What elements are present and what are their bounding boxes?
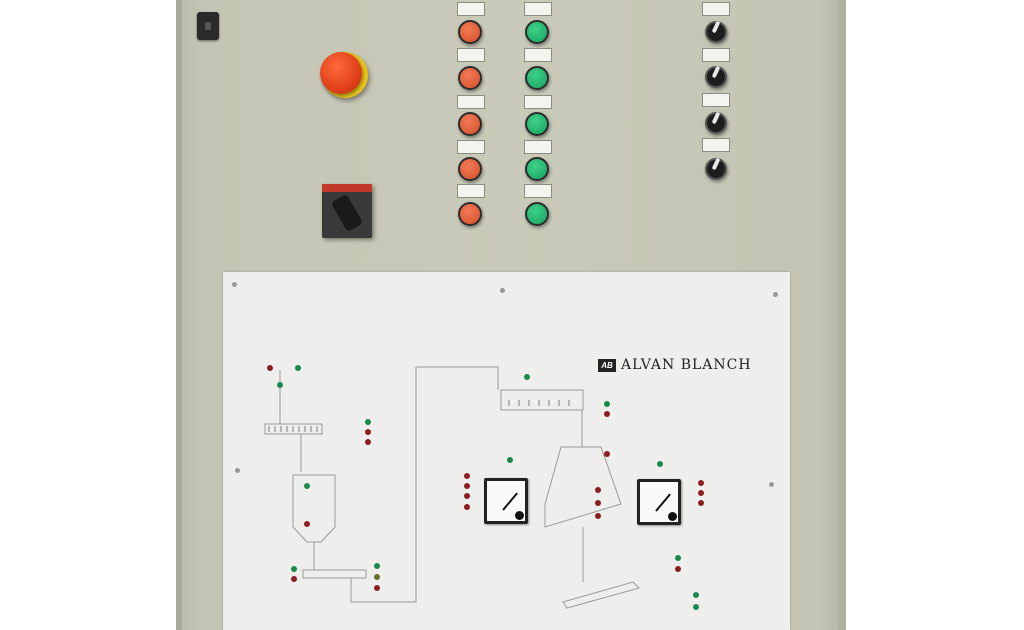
indicator-lamp xyxy=(698,490,704,496)
indicator-lamp xyxy=(595,513,601,519)
selector-switch-3[interactable] xyxy=(705,112,727,134)
label-plate xyxy=(457,184,485,198)
indicator-lamp xyxy=(374,585,380,591)
label-plate xyxy=(524,184,552,198)
indicator-lamp xyxy=(365,419,371,425)
indicator-lamp xyxy=(304,521,310,527)
indicator-lamp xyxy=(657,461,663,467)
isolator-red-band xyxy=(322,184,372,192)
emergency-stop-button[interactable] xyxy=(320,52,362,94)
indicator-lamp xyxy=(291,576,297,582)
ammeter-1 xyxy=(484,478,528,524)
indicator-lamp xyxy=(604,401,610,407)
indicator-lamp xyxy=(507,457,513,463)
label-plate xyxy=(524,140,552,154)
label-plate xyxy=(524,2,552,16)
indicator-lamp xyxy=(675,566,681,572)
stop-button-5[interactable] xyxy=(458,202,482,226)
label-plate xyxy=(702,93,730,107)
indicator-lamp xyxy=(374,574,380,580)
label-plate xyxy=(457,48,485,62)
panel-screw xyxy=(769,482,774,487)
start-button-2[interactable] xyxy=(525,66,549,90)
indicator-lamp xyxy=(693,592,699,598)
label-plate xyxy=(702,138,730,152)
indicator-lamp xyxy=(295,365,301,371)
panel-screw xyxy=(232,282,237,287)
start-button-1[interactable] xyxy=(525,20,549,44)
indicator-lamp xyxy=(595,487,601,493)
brand-logo-icon: AB xyxy=(598,358,616,372)
indicator-lamp xyxy=(464,473,470,479)
selector-switch-2[interactable] xyxy=(705,66,727,88)
label-plate xyxy=(457,95,485,109)
start-button-3[interactable] xyxy=(525,112,549,136)
brand-logo: AB ALVAN BLANCH xyxy=(598,357,752,373)
start-button-4[interactable] xyxy=(525,157,549,181)
label-plate xyxy=(524,95,552,109)
selector-switch-1[interactable] xyxy=(705,21,727,43)
indicator-lamp xyxy=(604,451,610,457)
indicator-lamp xyxy=(698,500,704,506)
meter-adjust-knob xyxy=(668,512,677,521)
brand-name: ALVAN BLANCH xyxy=(621,357,752,373)
indicator-lamp xyxy=(267,365,273,371)
indicator-lamp xyxy=(524,374,530,380)
panel-screw xyxy=(500,288,505,293)
indicator-lamp xyxy=(675,555,681,561)
indicator-lamp xyxy=(464,504,470,510)
indicator-lamp xyxy=(304,483,310,489)
label-plate xyxy=(524,48,552,62)
label-plate xyxy=(702,48,730,62)
stop-button-1[interactable] xyxy=(458,20,482,44)
stop-button-2[interactable] xyxy=(458,66,482,90)
isolator-handle[interactable] xyxy=(330,193,364,233)
label-plate xyxy=(702,2,730,16)
cabinet-edge-left xyxy=(176,0,182,630)
stop-button-4[interactable] xyxy=(458,157,482,181)
start-button-5[interactable] xyxy=(525,202,549,226)
cabinet-edge-right xyxy=(838,0,846,630)
indicator-lamp xyxy=(464,483,470,489)
indicator-lamp xyxy=(693,604,699,610)
panel-screw xyxy=(773,292,778,297)
indicator-lamp xyxy=(604,411,610,417)
door-lock-icon[interactable] xyxy=(197,12,219,40)
indicator-lamp xyxy=(365,439,371,445)
indicator-lamp xyxy=(374,563,380,569)
selector-switch-4[interactable] xyxy=(705,158,727,180)
main-isolator-switch[interactable] xyxy=(322,184,372,238)
process-flow-lines xyxy=(264,366,640,609)
stop-button-3[interactable] xyxy=(458,112,482,136)
indicator-lamp xyxy=(464,493,470,499)
indicator-lamp xyxy=(365,429,371,435)
indicator-lamp xyxy=(698,480,704,486)
panel-screw xyxy=(235,468,240,473)
indicator-lamp xyxy=(595,500,601,506)
indicator-lamp xyxy=(291,566,297,572)
meter-adjust-knob xyxy=(515,511,524,520)
label-plate xyxy=(457,140,485,154)
ammeter-2 xyxy=(637,479,681,525)
indicator-lamp xyxy=(277,382,283,388)
label-plate xyxy=(457,2,485,16)
